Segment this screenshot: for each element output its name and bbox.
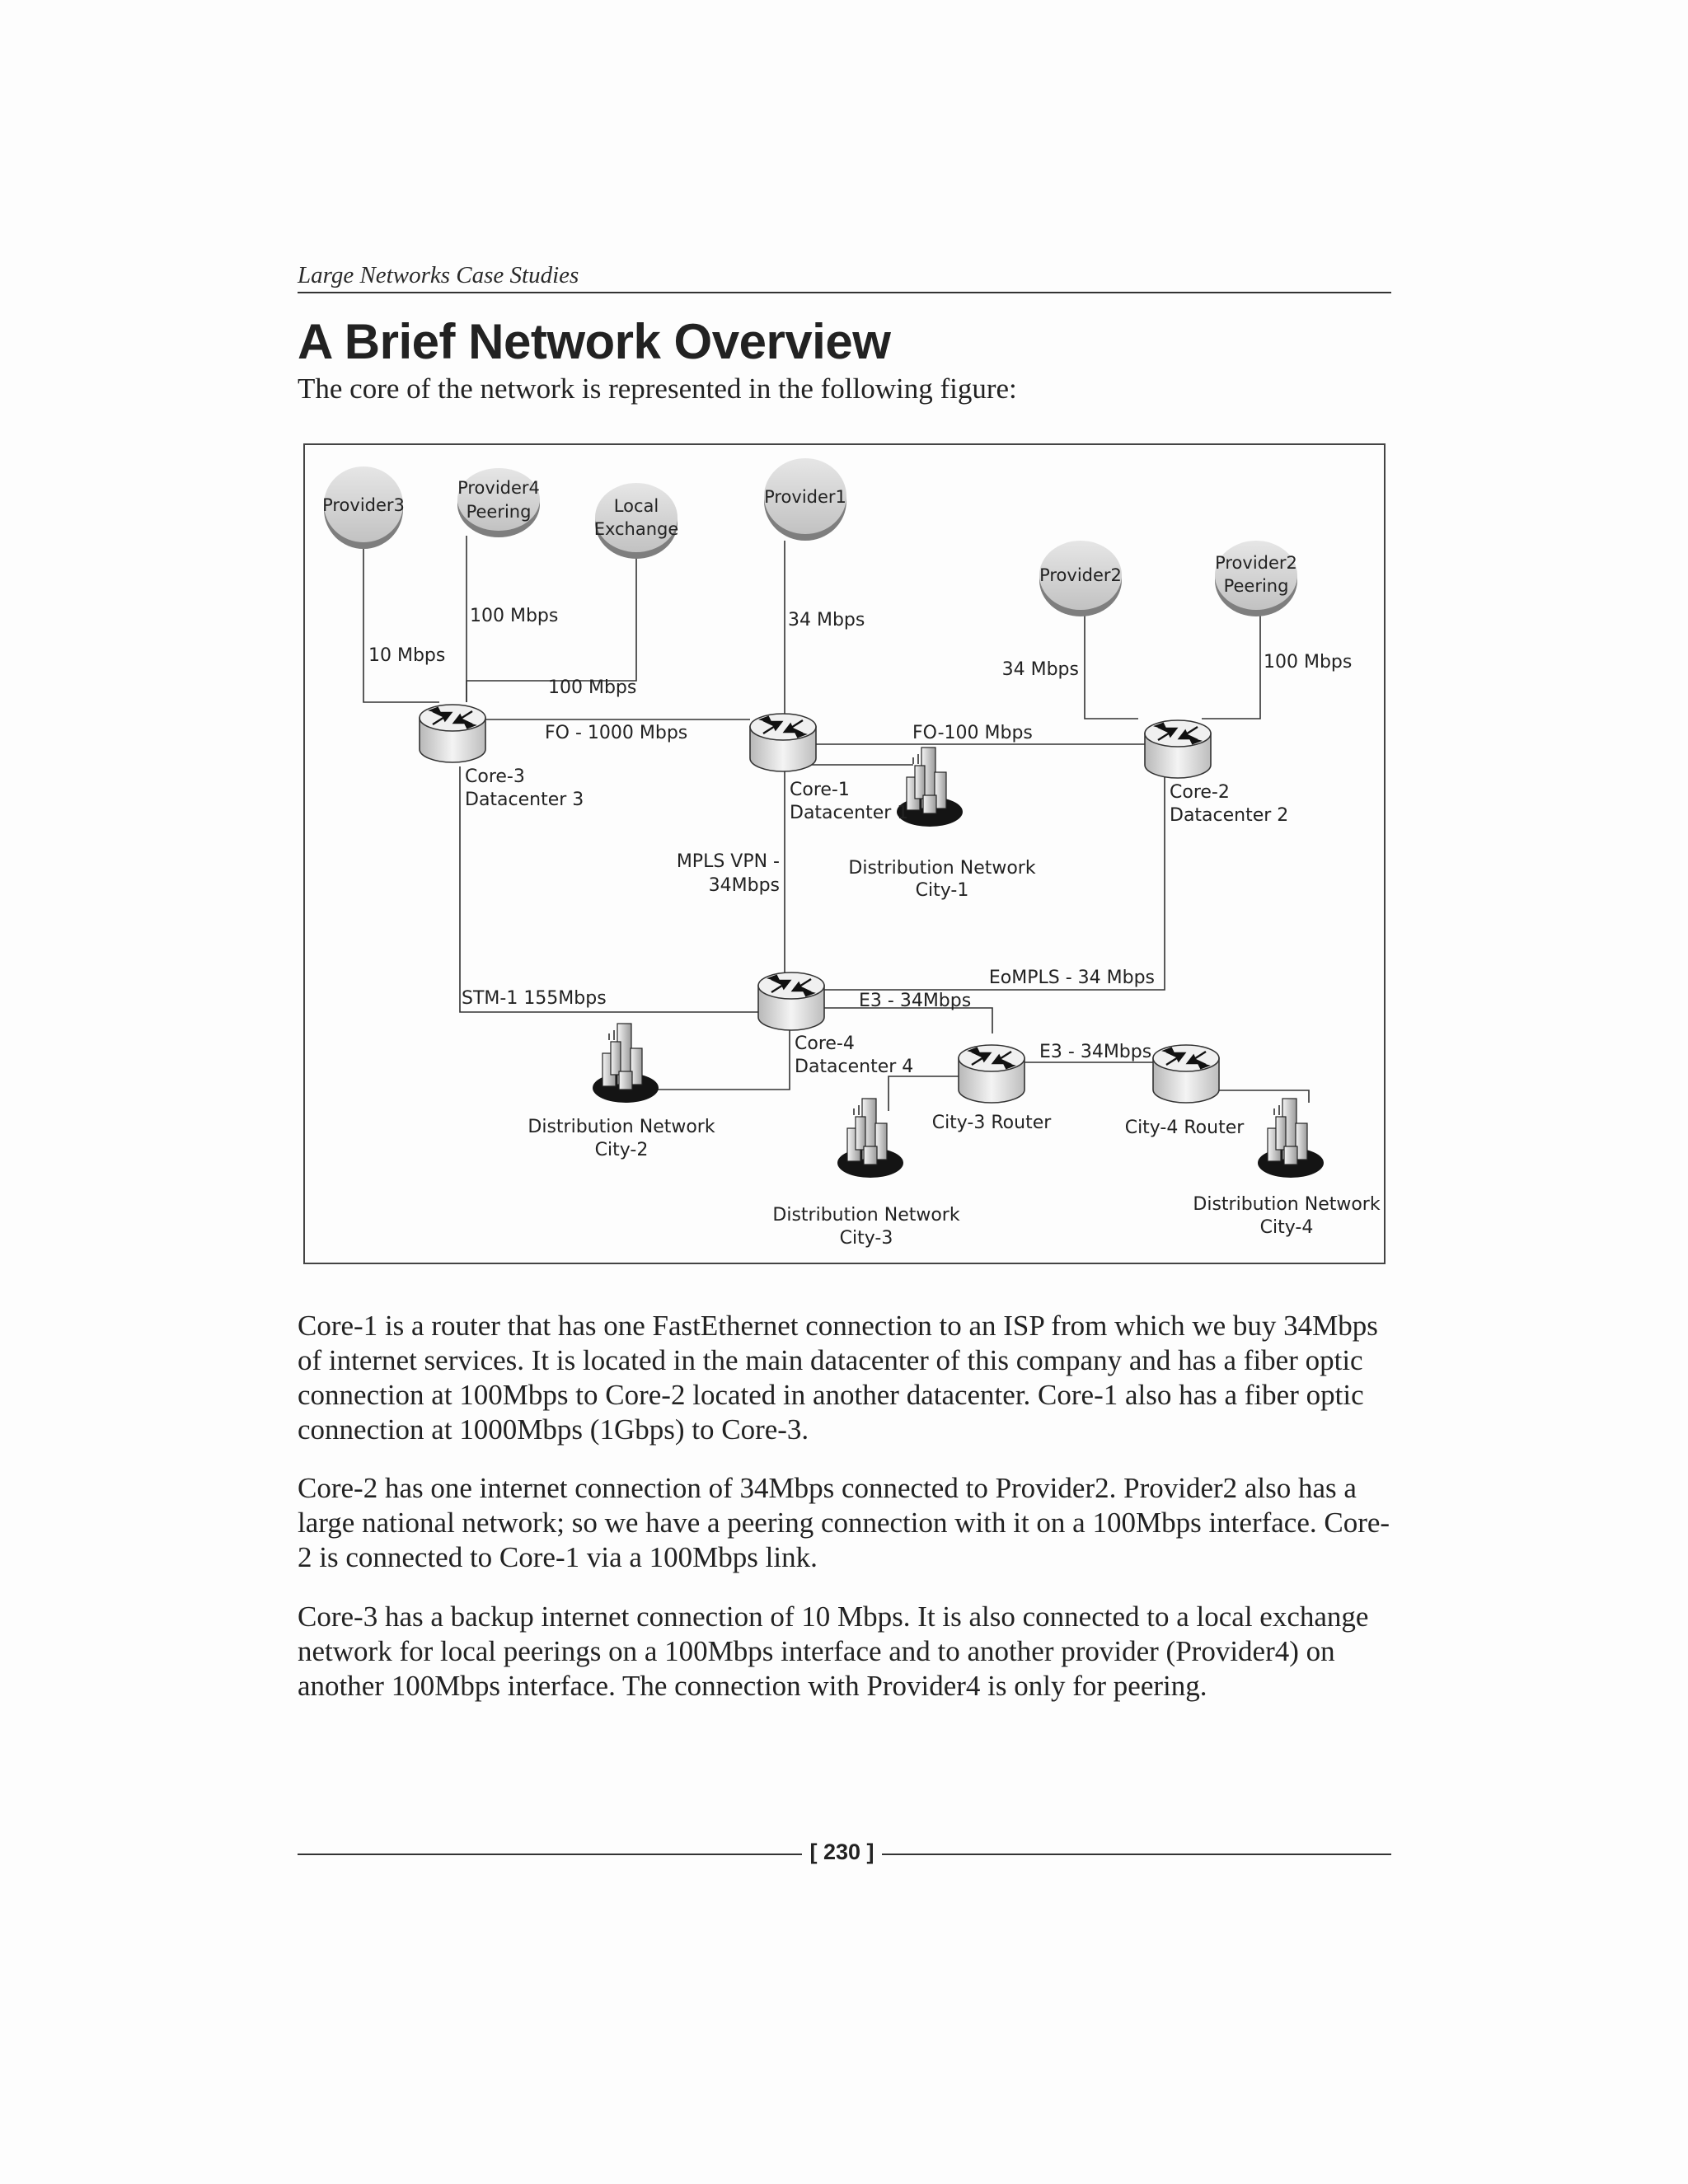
core4-label-line1: Core-4 — [795, 1033, 855, 1054]
dist-city3-label-line2: City-3 — [840, 1228, 893, 1249]
link-p2p-core2-label: 100 Mbps — [1264, 652, 1352, 673]
section-title: A Brief Network Overview — [298, 314, 891, 369]
provider2-peering-label-line1: Provider2 — [1215, 553, 1297, 573]
intro-text: The core of the network is represented i… — [298, 373, 1017, 405]
header-rule — [298, 292, 1391, 293]
city4-router-icon — [1151, 1043, 1221, 1104]
footer-rule-right — [882, 1854, 1391, 1855]
link-p4-core3-label: 100 Mbps — [470, 606, 558, 626]
provider2-peering-node: Provider2 Peering — [1215, 541, 1297, 616]
link-lx-core3-label: 100 Mbps — [548, 677, 636, 698]
link-core1-core2-label: FO-100 Mbps — [912, 723, 1033, 743]
core1-label-line1: Core-1 — [790, 780, 850, 800]
city3-router-icon — [957, 1043, 1026, 1104]
provider1-node: Provider1 — [764, 458, 846, 541]
link-core1-core4-label-line1: MPLS VPN - — [677, 851, 780, 872]
link-core3-core4-label: STM-1 155Mbps — [462, 988, 607, 1009]
provider4-label-line2: Peering — [467, 502, 532, 522]
city4-router-label: City-4 Router — [1125, 1118, 1245, 1138]
link-core4-city3-label: E3 - 34Mbps — [859, 991, 971, 1011]
core1-label-line2: Datacenter 1 — [790, 803, 908, 823]
paragraph-core1: Core-1 is a router that has one FastEthe… — [298, 1310, 1378, 1446]
dist-city3-label-line1: Distribution Network — [772, 1205, 959, 1226]
provider4-peering-node: Provider4 Peering — [457, 468, 540, 537]
link-city3-city4-label: E3 - 34Mbps — [1039, 1042, 1151, 1062]
core3-label-line1: Core-3 — [465, 766, 525, 787]
provider3-node: Provider3 — [322, 466, 405, 549]
local-exchange-label-line1: Local — [614, 496, 659, 516]
local-exchange-label-line2: Exchange — [594, 519, 679, 539]
link-core2-core4-label: EoMPLS - 34 Mbps — [989, 968, 1155, 988]
core2-router-icon — [1143, 719, 1212, 780]
network-diagram: Provider3 Provider4 Peering Local Exchan… — [303, 443, 1386, 1264]
provider2-node: Provider2 — [1039, 541, 1122, 616]
link-core1-core4-label-line2: 34Mbps — [709, 875, 780, 896]
core1-router-icon — [748, 712, 818, 773]
provider4-label-line1: Provider4 — [457, 478, 540, 498]
core4-label-line2: Datacenter 4 — [795, 1057, 913, 1077]
link-core3-core1-label: FO - 1000 Mbps — [545, 723, 687, 743]
link-p3-core3-label: 10 Mbps — [368, 645, 445, 666]
provider2-peering-label-line2: Peering — [1224, 576, 1289, 596]
core2-label-line2: Datacenter 2 — [1170, 805, 1288, 826]
dist-city1-label-line1: Distribution Network — [848, 858, 1035, 879]
provider2-label: Provider2 — [1039, 565, 1122, 585]
link-p1-core1-label: 34 Mbps — [788, 610, 865, 630]
dist-city2-label-line2: City-2 — [595, 1140, 649, 1160]
footer-rule-left — [298, 1854, 802, 1855]
city3-router-label: City-3 Router — [932, 1113, 1053, 1133]
core2-label-line1: Core-2 — [1170, 782, 1230, 803]
dist-city4-label-line2: City-4 — [1260, 1217, 1314, 1238]
paragraph-core2: Core-2 has one internet connection of 34… — [298, 1472, 1390, 1573]
running-head: Large Networks Case Studies — [298, 262, 579, 288]
core3-label-line2: Datacenter 3 — [465, 790, 584, 810]
core4-router-icon — [757, 971, 826, 1032]
core3-router-icon — [418, 703, 487, 764]
dist-city1-label-line2: City-1 — [916, 880, 969, 901]
dist-city2-label-line1: Distribution Network — [528, 1117, 715, 1137]
page-number: [ 230 ] — [809, 1840, 874, 1864]
provider1-label: Provider1 — [764, 487, 846, 507]
provider3-label: Provider3 — [322, 495, 405, 515]
local-exchange-node: Local Exchange — [594, 483, 679, 559]
paragraph-core3: Core-3 has a backup internet connection … — [298, 1601, 1369, 1702]
link-p2-core2-label: 34 Mbps — [1002, 659, 1079, 680]
dist-city4-label-line1: Distribution Network — [1193, 1194, 1380, 1215]
